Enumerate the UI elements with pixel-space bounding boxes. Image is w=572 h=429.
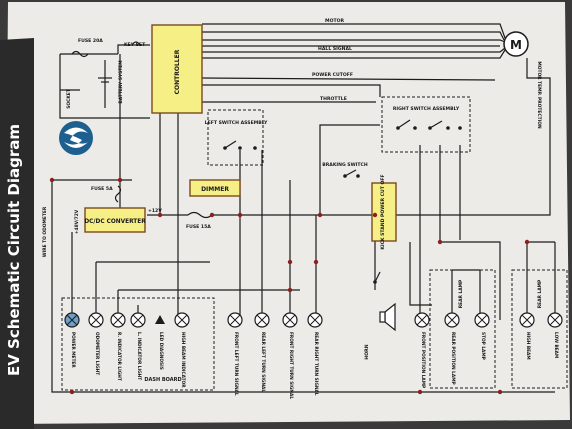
plus12v-label: +12V <box>148 208 162 214</box>
dimmer-box[interactable]: DIMMER <box>189 179 241 197</box>
controller-label: CONTROLLER <box>174 49 181 94</box>
hall-signal-label: HALL SIGNAL <box>318 46 352 52</box>
lamp-cross-icon <box>476 314 488 326</box>
lamp-cross-icon <box>521 314 533 326</box>
title-bar <box>0 38 34 429</box>
controller-box[interactable]: CONTROLLER <box>151 24 203 114</box>
sheet-title: EV Schematic Circuit Diagram <box>5 124 23 376</box>
fuse-symbols <box>71 41 213 219</box>
kickstand-box[interactable]: KICK STAND POWER CUT OFF <box>371 174 397 250</box>
rear-lamp-label-2: REAR LAMP <box>537 279 543 308</box>
component-row: POWER METER ODOMETER LIGHT R. INDICATOR LI… <box>64 312 563 399</box>
left-switch-label: LEFT SWITCH ASSEMBLY <box>205 120 268 126</box>
junction-nodes <box>49 177 530 395</box>
fuse-5a-label: FUSE 5A <box>91 186 113 192</box>
component-label: HIGH BEAM <box>525 332 531 360</box>
left-switch-box <box>207 109 264 166</box>
component-front-right-turn-signal[interactable]: FRONT RIGHT TURN SIGNAL <box>282 312 298 399</box>
key-set-label: KEY SET <box>124 42 146 48</box>
component-rear-left-turn-signal[interactable]: REAR LEFT TURN SIGNAL <box>254 312 270 392</box>
component-odometer-light[interactable]: ODOMETER LIGHT <box>88 312 104 375</box>
component-rear-position-lamp[interactable]: REAR POSITION LAMP <box>444 312 460 385</box>
kickstand-label: KICK STAND POWER CUT OFF <box>380 174 386 249</box>
lamp-cross-icon <box>549 314 561 326</box>
component-l-indicator-light[interactable]: L. INDICATOR LIGHT <box>130 312 146 380</box>
motor-wire-label: MOTOR <box>325 18 345 24</box>
battery-symbol <box>98 77 112 83</box>
lamp-cross-icon <box>446 314 458 326</box>
component-r-indicator-light[interactable]: R. INDICATOR LIGHT <box>110 312 126 381</box>
component-stop-lamp[interactable]: STOP LAMP <box>474 312 490 360</box>
dc-converter-box[interactable]: DC/DC CONVERTER <box>84 207 146 233</box>
lamp-cross-icon <box>132 314 144 326</box>
braking-switch-label: BRAKING SWITCH <box>322 162 368 168</box>
lamp-cross-icon <box>309 314 321 326</box>
motor-temp-label: MOTOR TEMP. PROTECTION <box>536 61 542 129</box>
component-led-diagnosis[interactable]: LED DIAGNOSIS <box>155 315 165 370</box>
rear-lamp-box <box>429 269 496 389</box>
power-cutoff-label: POWER CUTOFF <box>312 72 353 78</box>
component-label: FRONT RIGHT TURN SIGNAL <box>288 332 294 399</box>
component-label: POWER METER <box>70 332 76 368</box>
component-high-beam[interactable]: HIGH BEAM <box>519 312 535 360</box>
v48-label: +48V/72V <box>74 209 80 234</box>
socket-label: SOCKET <box>66 89 72 109</box>
component-label: FRONT POSITION LAMP <box>420 332 426 388</box>
component-label: REAR LEFT TURN SIGNAL <box>260 332 266 392</box>
lamp-cross-icon <box>176 314 188 326</box>
dash-board-label: DASH BOARD <box>144 377 181 383</box>
battery-system-label: BATTERY SYSTEM <box>118 60 124 103</box>
switch-levers <box>224 119 443 283</box>
dimmer-label: DIMMER <box>201 186 229 193</box>
component-label: L. INDICATOR LIGHT <box>136 332 142 380</box>
lamp-cross-icon <box>229 314 241 326</box>
component-high-beam-indicator[interactable]: HIGH BEAM INDICATOR <box>174 312 190 388</box>
dashed-groups <box>61 96 568 391</box>
horn-symbol[interactable] <box>379 302 396 332</box>
dash-board-box <box>61 297 215 391</box>
component-label: REAR RIGHT TURN SIGNAL <box>313 332 319 396</box>
motor-symbol[interactable]: M <box>503 31 529 57</box>
component-label: LOW BEAM <box>553 332 559 358</box>
wire-to-odometer-label: WIRE TO ODOMETER <box>42 206 48 257</box>
component-label: FRONT LEFT TURN SIGNAL <box>233 332 239 396</box>
component-label: HIGH BEAM INDICATOR <box>180 332 186 388</box>
component-power-meter[interactable]: POWER METER <box>64 312 80 368</box>
component-label: ODOMETER LIGHT <box>94 332 100 375</box>
lamp-cross-icon <box>112 314 124 326</box>
wire-labels: FUSE 20A KEY SET MOTOR HALL SIGNAL POWER… <box>42 18 543 383</box>
lamp-cross-icon <box>66 314 78 326</box>
component-label: STOP LAMP <box>480 332 486 360</box>
component-low-beam[interactable]: LOW BEAM <box>547 312 563 358</box>
fuse-top-label: FUSE 20A <box>78 38 103 44</box>
throttle-label: THROTTLE <box>320 96 347 102</box>
component-label: LED DIAGNOSIS <box>158 332 164 370</box>
led-icon <box>155 315 165 324</box>
fuse-15a-label: FUSE 15A <box>186 224 211 230</box>
right-switch-label: RIGHT SWITCH ASSEMBLY <box>393 106 460 112</box>
lamp-cross-icon <box>416 314 428 326</box>
horn-label: HORN <box>364 344 370 359</box>
lamp-cross-icon <box>90 314 102 326</box>
right-switch-box <box>381 96 471 153</box>
brand-logo <box>59 121 93 155</box>
component-front-position-lamp[interactable]: FRONT POSITION LAMP <box>414 312 430 388</box>
lamp-cross-icon <box>256 314 268 326</box>
motor-symbol-label: M <box>510 38 522 52</box>
lamp-cross-icon <box>284 314 296 326</box>
component-label: REAR POSITION LAMP <box>450 332 456 385</box>
wiring <box>51 23 556 393</box>
rear-lamp-label-1: REAR LAMP <box>458 279 464 308</box>
component-front-left-turn-signal[interactable]: FRONT LEFT TURN SIGNAL <box>227 312 243 396</box>
component-label: R. INDICATOR LIGHT <box>116 332 122 381</box>
beam-box <box>511 269 568 389</box>
component-rear-right-turn-signal[interactable]: REAR RIGHT TURN SIGNAL <box>307 312 323 396</box>
dc-converter-label: DC/DC CONVERTER <box>84 219 146 225</box>
